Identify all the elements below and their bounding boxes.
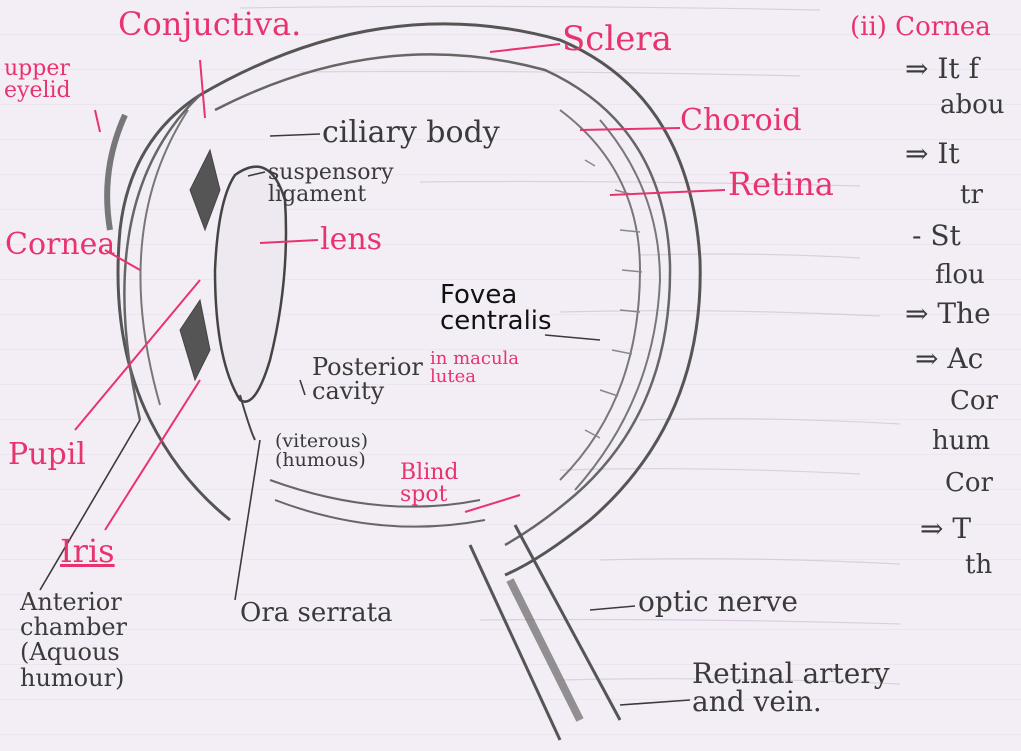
note-line: ⇒ It bbox=[905, 140, 960, 168]
choroid-label: Choroid bbox=[680, 106, 802, 136]
note-line: - St bbox=[912, 222, 961, 250]
note-line: ⇒ T bbox=[920, 515, 971, 543]
cornea-curve bbox=[124, 95, 200, 420]
suspensory-ligament-label: suspensory ligament bbox=[268, 162, 394, 206]
cornea-label: Cornea bbox=[5, 230, 115, 260]
note-line: Cor bbox=[945, 470, 993, 496]
note-line: th bbox=[965, 552, 992, 578]
pupil-label: Pupil bbox=[8, 440, 86, 470]
note-line: tr bbox=[960, 182, 983, 208]
blind-spot-label: Blind spot bbox=[400, 462, 459, 506]
note-line: abou bbox=[940, 92, 1005, 118]
cornea-notes-heading: (ii) Cornea bbox=[850, 14, 991, 40]
note-line: flou bbox=[935, 262, 985, 288]
optic-nerve bbox=[470, 545, 560, 740]
sclera-label: Sclera bbox=[562, 22, 672, 56]
retinal-artery-vein-label: Retinal artery and vein. bbox=[692, 660, 890, 716]
anterior-chamber-label: Anterior chamber (Aquous humour) bbox=[20, 590, 127, 691]
retina-outline bbox=[560, 110, 640, 480]
lens-label: lens bbox=[320, 225, 382, 255]
note-line: Cor bbox=[950, 388, 998, 414]
note-line: ⇒ It f bbox=[905, 55, 979, 83]
note-line: ⇒ Ac bbox=[915, 345, 983, 373]
posterior-cavity-label: Posterior cavity bbox=[312, 355, 423, 403]
optic-nerve-label: optic nerve bbox=[638, 588, 798, 616]
note-line: hum bbox=[932, 428, 990, 454]
fovea-centralis-label: Fovea centralis bbox=[440, 282, 552, 334]
viterous-humous-label: (viterous) (humous) bbox=[275, 432, 368, 470]
retina-label: Retina bbox=[728, 168, 834, 200]
note-line: ⇒ The bbox=[905, 300, 991, 328]
ora-serrata-label: Ora serrata bbox=[240, 600, 393, 626]
iris-shape bbox=[190, 150, 220, 230]
upper-eyelid-label: upper eyelid bbox=[4, 58, 71, 102]
ciliary-body-label: ciliary body bbox=[322, 118, 500, 148]
conjuctiva-label: Conjuctiva. bbox=[118, 8, 301, 40]
macula-lutea-label: in macula lutea bbox=[430, 350, 519, 386]
iris-label: Iris bbox=[60, 535, 115, 567]
